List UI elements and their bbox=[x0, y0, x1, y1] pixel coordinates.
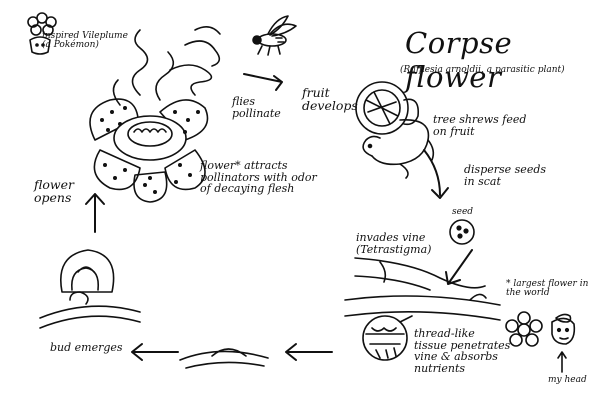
fly-icon bbox=[252, 15, 297, 56]
label-my-head: my head bbox=[548, 375, 587, 385]
label-flower-opens: flower opens bbox=[34, 177, 74, 206]
footnote-largest-flower: * largest flower in the world bbox=[506, 279, 589, 299]
fruit-illustration bbox=[355, 81, 420, 135]
subtitle: (Rafflesia arnoldii, a parasitic plant) bbox=[400, 65, 565, 75]
inspired-note: inspired Vileplume (a Pokémon) bbox=[42, 31, 128, 51]
seed-icon bbox=[449, 219, 475, 245]
tree-shrew-illustration bbox=[362, 119, 435, 179]
swelling-illustration bbox=[179, 348, 269, 369]
label-tree-shrews: tree shrews feed on fruit bbox=[433, 113, 527, 138]
label-bud-emerges: bud emerges bbox=[50, 341, 123, 354]
label-flies-pollinate: flies pollinate bbox=[232, 95, 281, 120]
odor-wisps bbox=[112, 26, 221, 106]
label-seed: seed bbox=[452, 207, 474, 217]
label-flower-attracts: flower* attracts pollinators with odor o… bbox=[200, 159, 317, 196]
page-title: Corpse flower bbox=[405, 26, 513, 94]
label-fruit-develops: fruit develops bbox=[302, 85, 358, 114]
vine-illustration bbox=[344, 257, 501, 361]
label-thread-like: thread-like tissue penetrates vine & abs… bbox=[414, 327, 511, 375]
size-comparison bbox=[505, 311, 576, 373]
cycle-arrows bbox=[85, 73, 473, 361]
label-disperse-seeds: disperse seeds in scat bbox=[464, 163, 547, 188]
rafflesia-flower bbox=[89, 98, 209, 203]
label-invades-vine: invades vine (Tetrastigma) bbox=[356, 231, 432, 256]
bud-illustration bbox=[39, 249, 141, 329]
vileplume-sketch bbox=[27, 12, 57, 55]
